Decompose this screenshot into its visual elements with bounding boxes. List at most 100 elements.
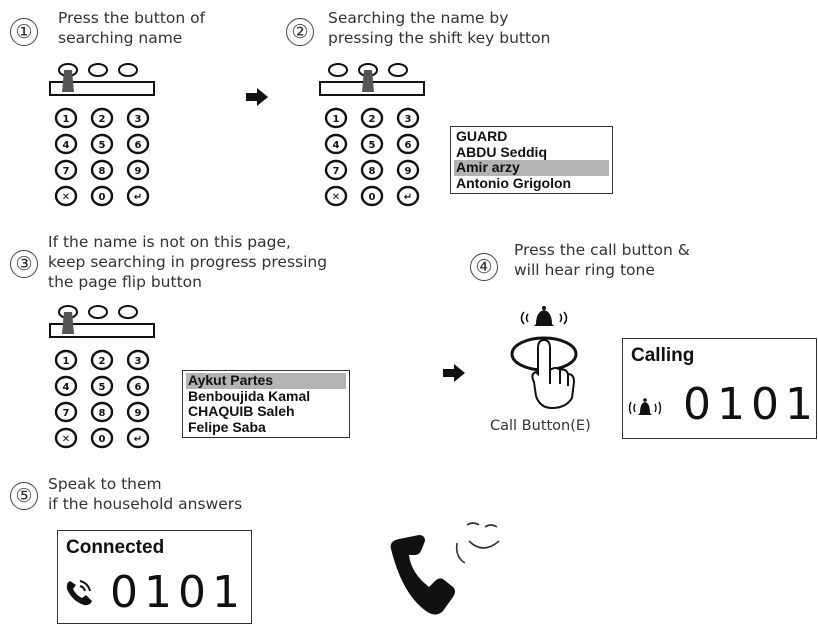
call-button-label: Call Button(E) [490, 418, 591, 434]
keypad-key-label: 5 [99, 382, 106, 393]
pressing-finger-icon [362, 70, 374, 92]
pressing-finger-icon [62, 70, 74, 92]
keypad-key-label: 3 [135, 114, 142, 125]
keypad-key [324, 133, 348, 155]
keypad-key [396, 159, 420, 181]
keypad-key-label: 8 [99, 408, 106, 419]
right-arrow-icon [443, 364, 465, 382]
shift-key-icon [118, 63, 138, 77]
keypad-key [126, 107, 150, 129]
keypad-key [360, 133, 384, 155]
phone-handset-icon [390, 522, 500, 615]
list-item: Benboujida Kamal [188, 387, 311, 404]
keypad-key-label: 0 [99, 434, 106, 445]
keypad-key-label: 9 [135, 166, 142, 177]
step-3-text: If the name is not on this page,keep sea… [48, 233, 328, 291]
calling-number: 0101 [683, 379, 818, 430]
keypad-key-label: 2 [99, 114, 106, 125]
keypad-key-label: 9 [405, 166, 412, 177]
keypad-key [90, 185, 114, 207]
list-item: ABDU Seddiq [456, 143, 547, 160]
keypad-key-label: ↵ [134, 192, 142, 203]
step-2-number: ② [286, 18, 314, 46]
connected-number: 0101 [110, 567, 246, 618]
calling-screen: Calling 0101 [622, 338, 817, 439]
keypad-key-label: 2 [99, 356, 106, 367]
keypad-key [126, 427, 150, 449]
shift-key-icon [328, 63, 348, 77]
keypad-key [90, 349, 114, 371]
keypad-key [126, 159, 150, 181]
step-3-number: ③ [10, 250, 38, 278]
right-arrow-icon [246, 88, 268, 106]
connected-screen: Connected 0101 [57, 530, 252, 624]
keypad-key [126, 401, 150, 423]
keypad-key-label: 5 [369, 140, 376, 151]
keypad-key [360, 107, 384, 129]
keypad-key [324, 107, 348, 129]
keypad-key-label: ✕ [62, 192, 70, 203]
keypad-key-label: 6 [135, 140, 142, 151]
step-1-number: ① [10, 18, 38, 46]
keypad-key-label: ✕ [62, 434, 70, 445]
keypad-key-label: 6 [405, 140, 412, 151]
keypad-key [90, 401, 114, 423]
keypad-key-label: 4 [333, 140, 340, 151]
pressing-finger-icon [62, 312, 74, 334]
keypad-key [54, 349, 78, 371]
keypad-key [396, 185, 420, 207]
keypad-key-label: 3 [405, 114, 412, 125]
keypad-key-label: 0 [369, 192, 376, 203]
keypad-key [90, 159, 114, 181]
keypad-key [126, 185, 150, 207]
keypad-key-label: 1 [63, 356, 70, 367]
step-5-number: ⑤ [10, 482, 38, 510]
keypad-key [54, 185, 78, 207]
keypad-key-label: 2 [369, 114, 376, 125]
keypad-key-label: 0 [99, 192, 106, 203]
keypad-key-label: ↵ [404, 192, 412, 203]
keypad-key [126, 375, 150, 397]
step-4-number: ④ [470, 253, 498, 281]
keypad-key [396, 133, 420, 155]
keypad-key-label: 4 [63, 140, 70, 151]
list-item: Felipe Saba [188, 418, 266, 435]
keypad-key [396, 107, 420, 129]
list-item: Antonio Grigolon [456, 174, 572, 191]
keypad-key [54, 133, 78, 155]
shift-key-icon [88, 305, 108, 319]
smile-icon [455, 522, 500, 564]
shift-key-icon [118, 305, 138, 319]
handset-talking-icon [66, 580, 92, 606]
keypad-key-label: 8 [99, 166, 106, 177]
list-item: GUARD [456, 128, 508, 144]
keypad-key [54, 375, 78, 397]
keypad-key [90, 107, 114, 129]
keypad-key [54, 401, 78, 423]
name-list-page-1: GUARD ABDU Seddiq Amir arzy Antonio Grig… [450, 126, 613, 194]
call-button-illustration [510, 306, 578, 410]
connected-title: Connected [66, 537, 165, 558]
keypad-key-label: 6 [135, 382, 142, 393]
list-item: CHAQUIB Saleh [188, 403, 295, 419]
keypad-key-label: 1 [333, 114, 340, 125]
keypad-key-label: 1 [63, 114, 70, 125]
keypad-diagram-1: 1 2 3 4 5 6 7 8 9 ✕ 0 ↵ [49, 63, 155, 207]
keypad-key-label: 8 [369, 166, 376, 177]
keypad-key-label: 4 [63, 382, 70, 393]
keypad-key [54, 107, 78, 129]
keypad-key-label: ↵ [134, 434, 142, 445]
keypad-key [90, 375, 114, 397]
keypad-key-label: 9 [135, 408, 142, 419]
name-list-page-2: Aykut Partes Benboujida Kamal CHAQUIB Sa… [182, 370, 350, 438]
keypad-key [324, 185, 348, 207]
keypad-key-label: 7 [63, 166, 70, 177]
keypad-key [90, 427, 114, 449]
keypad-key-label: 5 [99, 140, 106, 151]
keypad-key [360, 159, 384, 181]
